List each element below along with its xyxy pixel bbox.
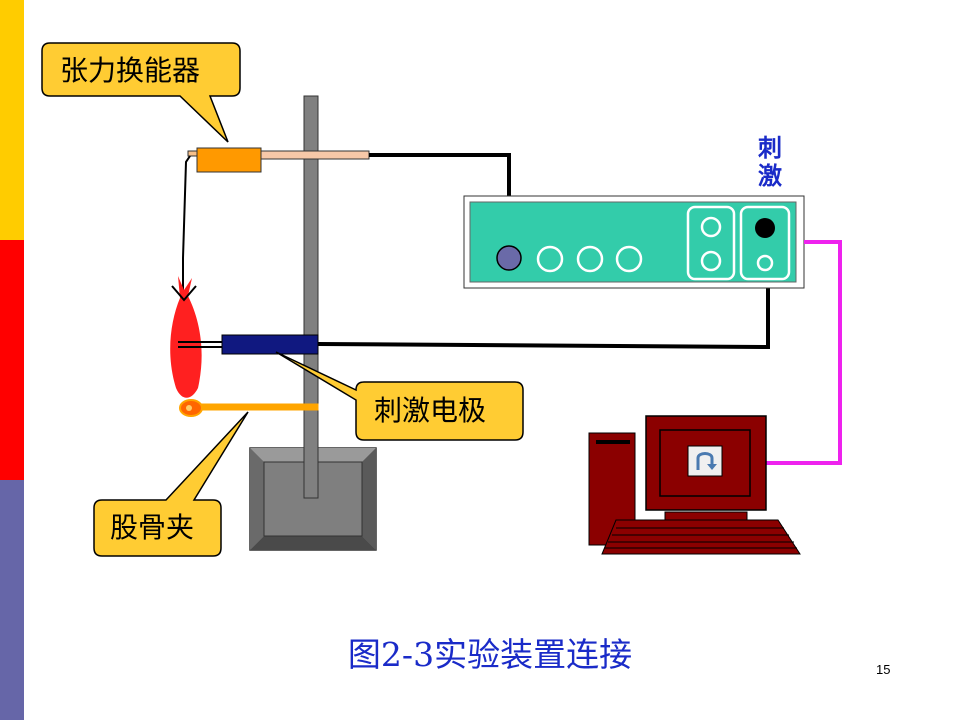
refresh-arrow-icon: [687, 445, 723, 477]
muscle: [170, 276, 202, 398]
callout-clamp-label: 股骨夹: [110, 511, 194, 544]
stimulating-electrode: [178, 334, 319, 355]
suspension-thread: [182, 155, 191, 290]
stimulator-knob-1: [536, 245, 564, 273]
tension-transducer: [187, 147, 370, 173]
stimulus-label-line1: 刺: [758, 134, 782, 162]
stimulator-knob-3: [615, 245, 643, 273]
page-number: 15: [876, 662, 891, 677]
figure-caption: 图2-3实验装置连接: [347, 635, 633, 674]
stimulus-label-line2: 激: [758, 162, 782, 190]
computer: [588, 415, 801, 555]
stimulator: [463, 195, 805, 289]
side-bar-purple: [0, 480, 24, 720]
stimulator-knob-2: [576, 245, 604, 273]
callout-electrode-label: 刺激电极: [374, 394, 486, 427]
callout-electrode: 刺激电极: [275, 351, 524, 441]
stand-pole: [303, 95, 319, 499]
stimulator-output-port: [755, 218, 775, 238]
stimulator-input-port: [496, 245, 522, 271]
callout-transducer-label: 张力换能器: [60, 54, 200, 87]
callout-clamp: 股骨夹: [93, 411, 249, 557]
computer-cable: [766, 240, 842, 465]
side-bar-red: [0, 240, 24, 480]
side-bar-yellow: [0, 0, 24, 240]
computer-keyboard: [601, 519, 801, 555]
femur-clamp: [179, 399, 319, 417]
callout-transducer: 张力换能器: [41, 42, 241, 143]
